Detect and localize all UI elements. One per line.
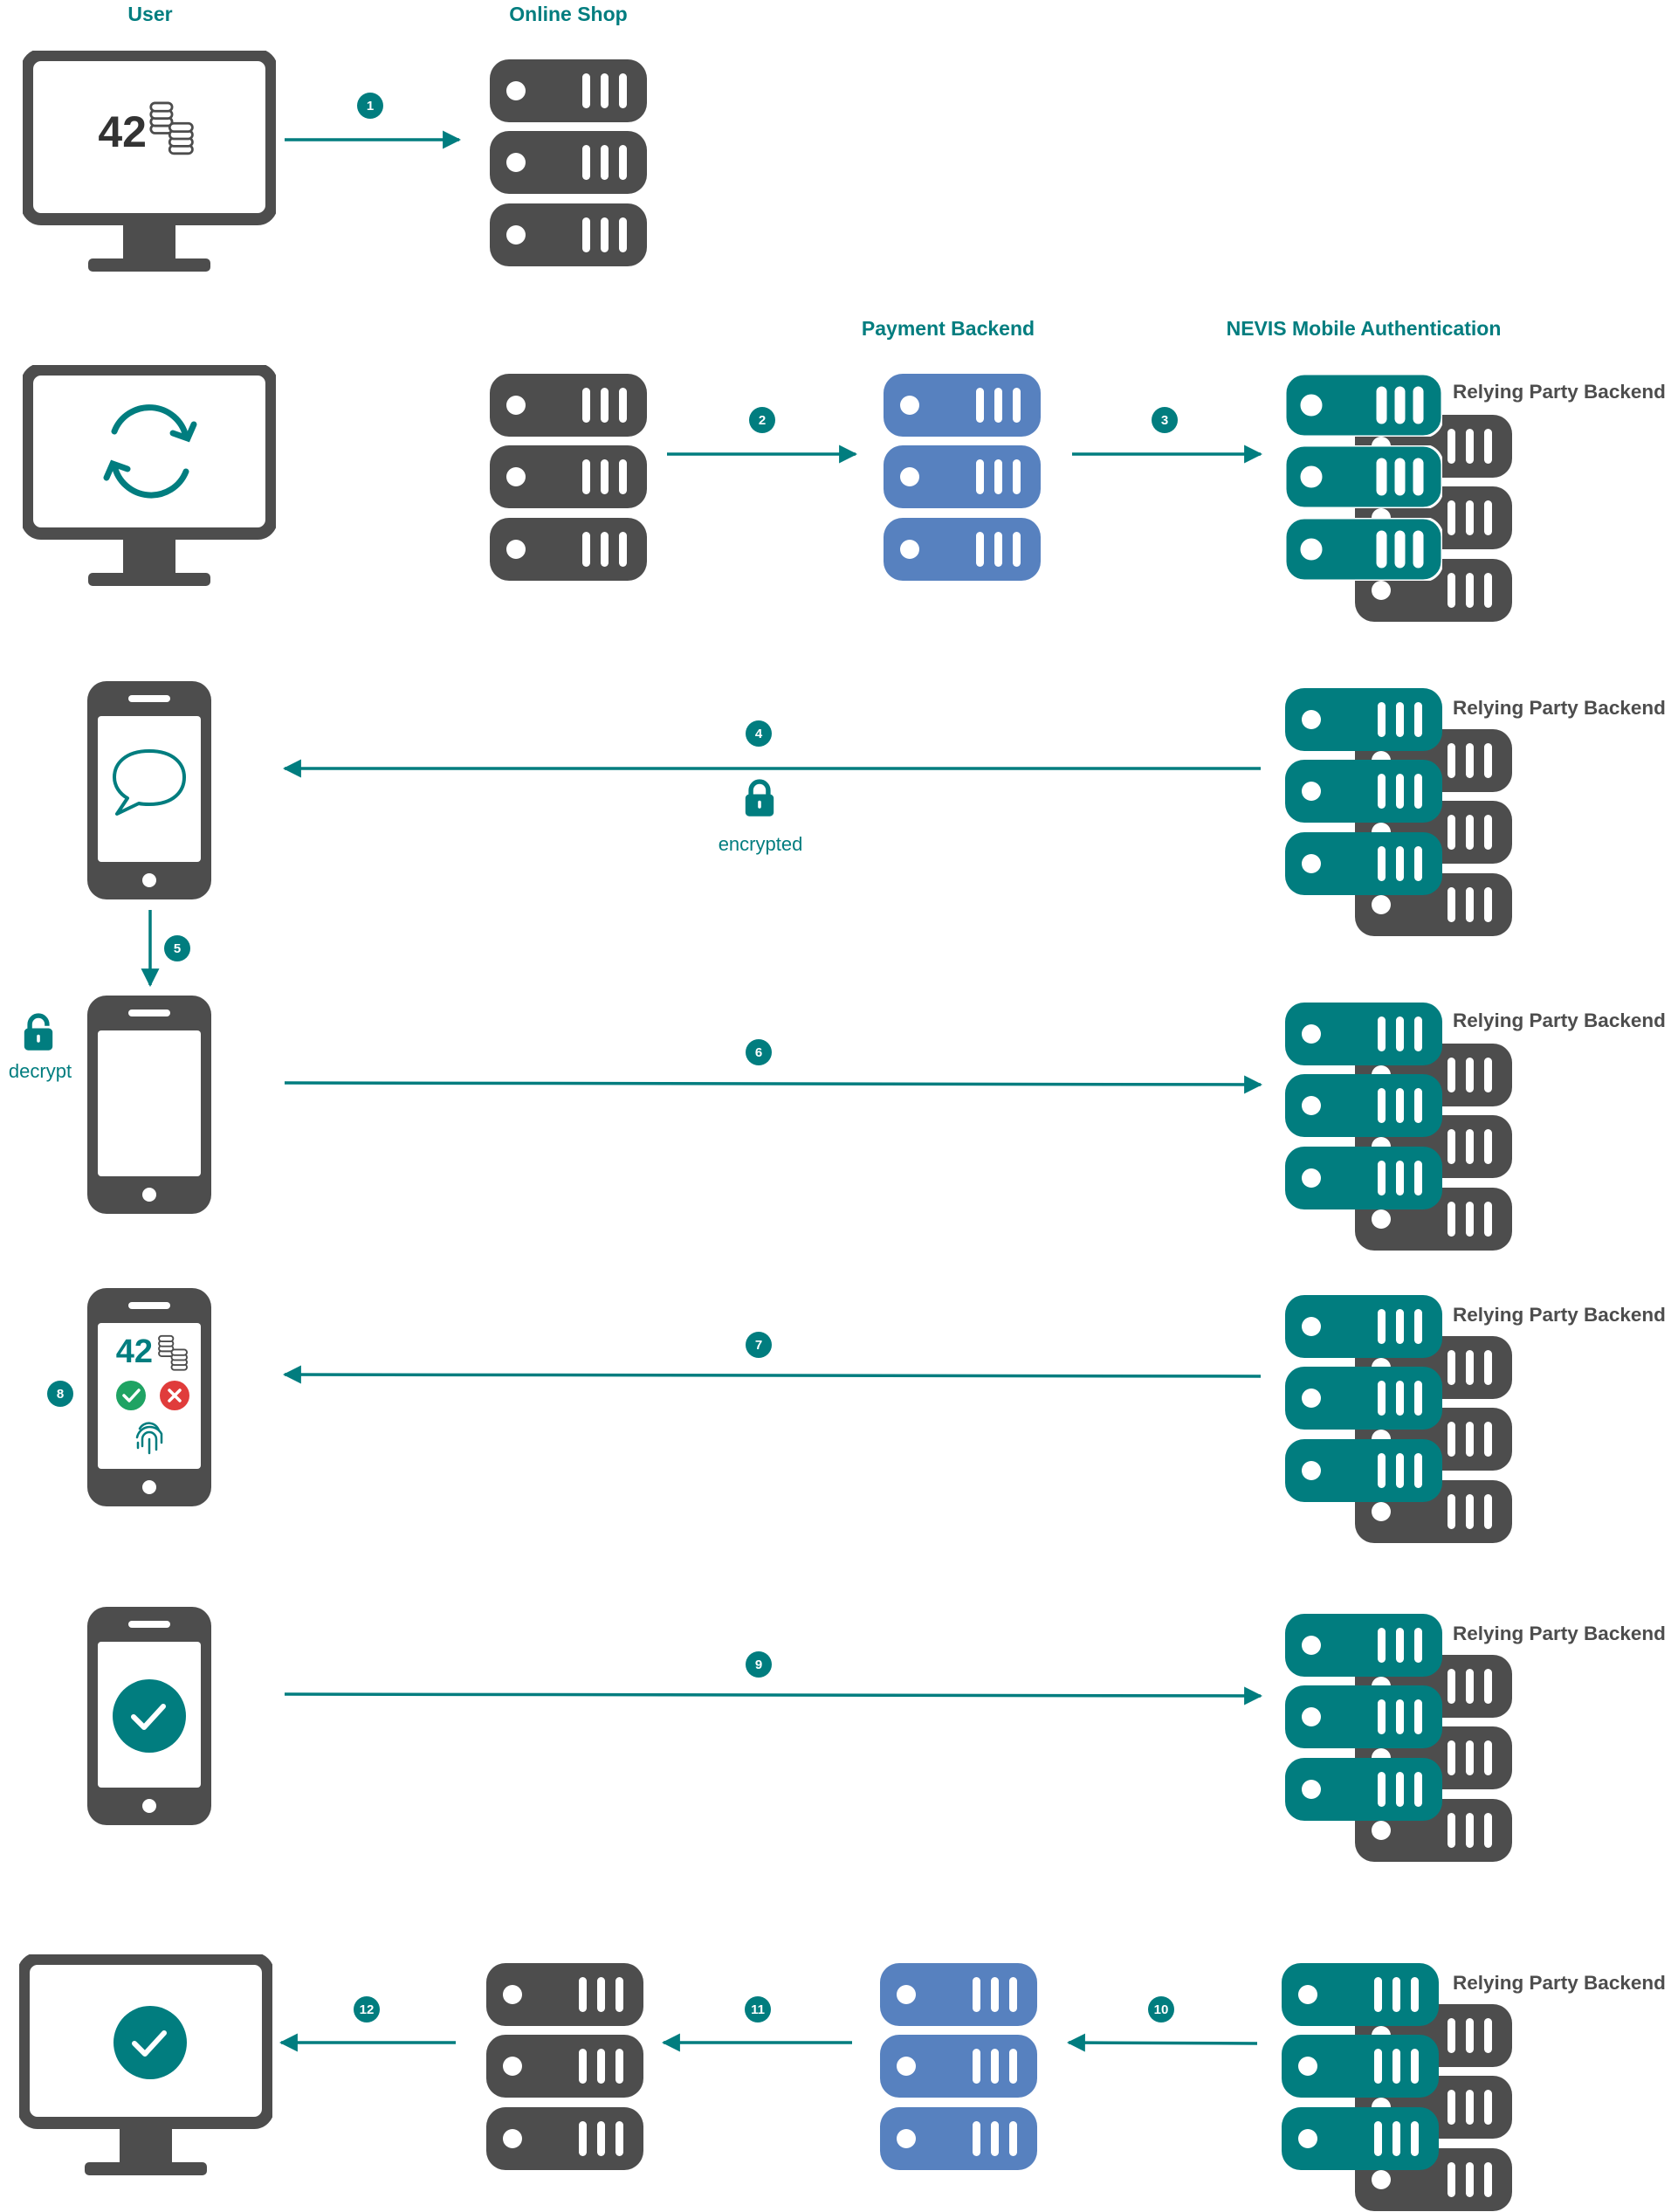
svg-text:4: 4 bbox=[755, 727, 763, 741]
encrypted-label: encrypted bbox=[719, 833, 803, 855]
svg-text:3: 3 bbox=[1161, 413, 1168, 428]
monitor-icon bbox=[24, 1959, 268, 2175]
coins-icon bbox=[149, 101, 194, 155]
header-payment-backend: Payment Backend bbox=[862, 317, 1035, 340]
svg-text:5: 5 bbox=[174, 941, 181, 956]
step-badge-9: 9 bbox=[746, 1651, 772, 1678]
svg-text:7: 7 bbox=[755, 1338, 762, 1353]
checkmark-icon bbox=[116, 1381, 146, 1410]
server-icon-relying-party-3: Relying Party Backend bbox=[1285, 1003, 1666, 1251]
amount-text: 42 bbox=[116, 1333, 153, 1370]
svg-text:Relying Party Backend: Relying Party Backend bbox=[1453, 1010, 1666, 1031]
svg-text:Relying Party Backend: Relying Party Backend bbox=[1453, 381, 1666, 403]
cross-icon bbox=[160, 1381, 189, 1410]
svg-text:12: 12 bbox=[360, 2002, 375, 2017]
arrow-step-9 bbox=[284, 1686, 1263, 1706]
monitor-icon bbox=[27, 369, 272, 586]
header-user: User bbox=[127, 3, 172, 25]
svg-text:10: 10 bbox=[1154, 2002, 1169, 2017]
decrypt-label: decrypt bbox=[9, 1060, 72, 1082]
unlock-icon bbox=[24, 1016, 52, 1051]
server-icon-relying-party-6: Relying Party Backend bbox=[1282, 1963, 1666, 2211]
checkmark-icon bbox=[113, 2006, 187, 2079]
step-badge-4: 4 bbox=[746, 720, 772, 747]
step-badge-12: 12 bbox=[354, 1996, 380, 2022]
checkmark-icon bbox=[113, 1679, 186, 1753]
smartphone-icon bbox=[87, 1607, 211, 1825]
svg-text:6: 6 bbox=[755, 1045, 762, 1060]
svg-text:Relying Party Backend: Relying Party Backend bbox=[1453, 1304, 1666, 1326]
svg-text:2: 2 bbox=[759, 413, 766, 428]
step-badge-7: 7 bbox=[746, 1332, 772, 1358]
step-badge-1: 1 bbox=[357, 93, 383, 119]
svg-text:8: 8 bbox=[57, 1387, 64, 1402]
server-icon-relying-party-1: Relying Party Backend bbox=[1285, 374, 1666, 622]
smartphone-icon: 42 bbox=[87, 1288, 211, 1506]
svg-text:Relying Party Backend: Relying Party Backend bbox=[1453, 1972, 1666, 1994]
step-badge-3: 3 bbox=[1152, 407, 1178, 433]
arrow-step-7 bbox=[282, 1365, 1262, 1384]
header-online-shop: Online Shop bbox=[509, 3, 627, 25]
amount-text: 42 bbox=[98, 107, 147, 156]
fingerprint-icon bbox=[135, 1422, 163, 1455]
server-icon-relying-party-2: Relying Party Backend bbox=[1285, 688, 1666, 936]
server-icon-online-shop-2 bbox=[490, 374, 647, 581]
svg-text:1: 1 bbox=[367, 99, 374, 114]
server-icon-payment-backend-2 bbox=[880, 1963, 1037, 2170]
step-badge-11: 11 bbox=[745, 1996, 771, 2022]
step-badge-10: 10 bbox=[1148, 1996, 1174, 2022]
server-icon-relying-party-5: Relying Party Backend bbox=[1285, 1614, 1666, 1862]
step-badge-6: 6 bbox=[746, 1039, 772, 1065]
svg-text:9: 9 bbox=[755, 1657, 762, 1672]
server-icon-online-shop-1 bbox=[490, 59, 647, 266]
step-badge-5: 5 bbox=[164, 935, 190, 961]
step-badge-2: 2 bbox=[749, 407, 775, 433]
relying-party-server-stacks: Relying Party Backend Relying Party Back… bbox=[1282, 374, 1666, 2211]
arrow-step-6 bbox=[284, 1075, 1263, 1094]
server-icon-payment-backend-1 bbox=[884, 374, 1041, 581]
svg-text:Relying Party Backend: Relying Party Backend bbox=[1453, 697, 1666, 719]
monitor-icon: 42 bbox=[27, 55, 272, 272]
lock-icon bbox=[746, 782, 774, 817]
svg-text:Relying Party Backend: Relying Party Backend bbox=[1453, 1623, 1666, 1644]
chat-bubble-icon bbox=[113, 749, 186, 816]
server-icon-online-shop-3 bbox=[486, 1963, 643, 2170]
svg-text:11: 11 bbox=[751, 2002, 765, 2017]
smartphone-icon bbox=[87, 996, 211, 1214]
header-nevis: NEVIS Mobile Authentication bbox=[1227, 317, 1502, 340]
sync-icon bbox=[103, 404, 197, 499]
smartphone-icon bbox=[87, 681, 211, 899]
server-icon-relying-party-4: Relying Party Backend bbox=[1285, 1295, 1666, 1543]
step-badge-8: 8 bbox=[47, 1381, 73, 1407]
